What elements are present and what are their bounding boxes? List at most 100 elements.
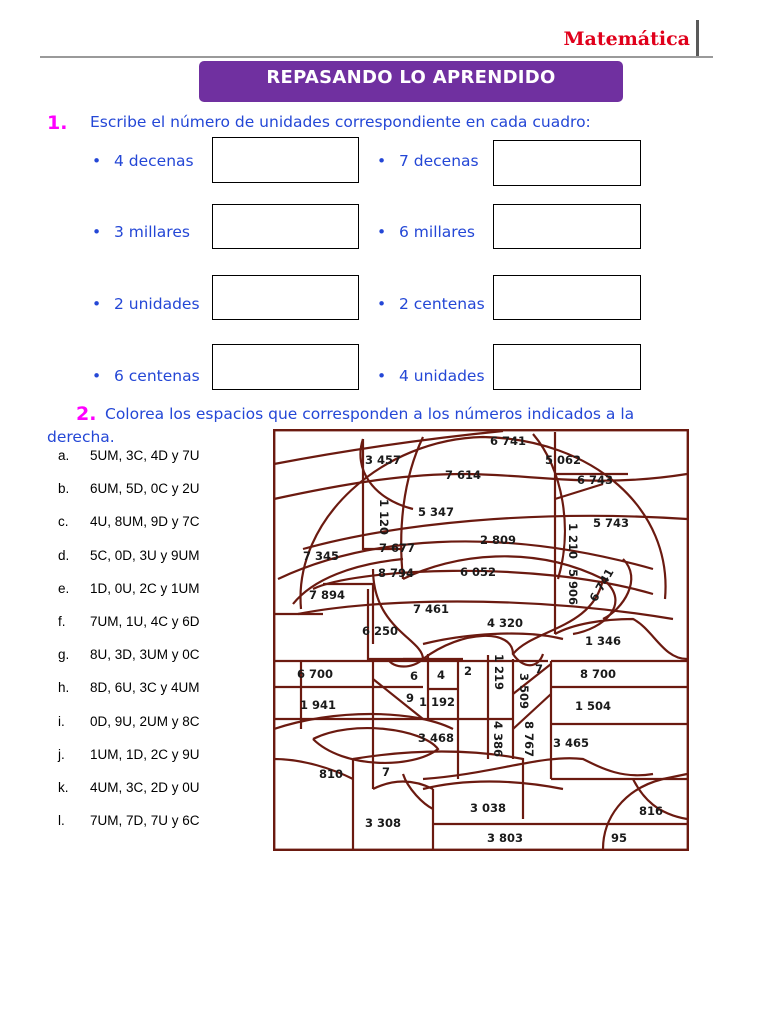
- picture-number-label[interactable]: 95: [611, 831, 627, 845]
- exercise-1-number: 1.: [47, 112, 68, 134]
- picture-number-label[interactable]: 1 504: [575, 699, 611, 713]
- picture-number-label[interactable]: 1 219: [492, 654, 506, 690]
- picture-number-label[interactable]: 7 614: [445, 468, 481, 482]
- numbers-list-item: a. 5UM, 3C, 4D y 7U: [58, 448, 200, 463]
- picture-number-label[interactable]: 6 052: [460, 565, 496, 579]
- picture-number-label[interactable]: 3 509: [517, 673, 531, 709]
- picture-number-label[interactable]: 7 461: [413, 602, 449, 616]
- picture-number-label[interactable]: 4 320: [487, 616, 523, 630]
- section-banner: REPASANDO LO APRENDIDO: [199, 61, 623, 102]
- picture-number-label[interactable]: 1 346: [585, 634, 621, 648]
- exercise-2-instruction: Colorea los espacios que corresponden a …: [105, 405, 635, 423]
- picture-number-label[interactable]: 2: [464, 664, 472, 678]
- numbers-list-item: l. 7UM, 7D, 7U y 6C: [58, 813, 200, 828]
- picture-number-label[interactable]: 8 794: [378, 566, 414, 580]
- picture-number-label[interactable]: 6 700: [297, 667, 333, 681]
- list-item-letter: e.: [58, 580, 70, 596]
- list-item-text: 8U, 3D, 3UM y 0C: [90, 647, 200, 663]
- exercise-1-item: •6 centenas: [92, 367, 200, 385]
- numbers-list-item: g.8U, 3D, 3UM y 0C: [58, 647, 200, 662]
- picture-number-label[interactable]: 9: [406, 691, 414, 705]
- picture-number-label[interactable]: 3 457: [365, 453, 401, 467]
- exercise-2-instruction-cont: derecha.: [47, 428, 115, 446]
- picture-number-label[interactable]: 6 250: [362, 624, 398, 638]
- exercise-1-item: •2 unidades: [92, 295, 200, 313]
- numbers-list-item: h. 8D, 6U, 3C y 4UM: [58, 680, 200, 695]
- numbers-list-item: d. 5C, 0D, 3U y 9UM: [58, 548, 200, 563]
- picture-number-label[interactable]: 6: [410, 669, 418, 683]
- list-item-text: 1UM, 1D, 2C y 9U: [90, 746, 200, 762]
- list-item-letter: k.: [58, 780, 69, 795]
- list-item-text: 1D, 0U, 2C y 1UM: [90, 580, 200, 596]
- picture-number-label[interactable]: 4 386: [491, 721, 505, 757]
- list-item-letter: i.: [58, 713, 65, 729]
- picture-number-label[interactable]: 2 809: [480, 533, 516, 547]
- coloring-picture: 6 741 3 457 5 062 7 614 6 743 1 120 5 347 2 809…: [273, 429, 689, 851]
- header-divider: [40, 56, 713, 58]
- list-item-letter: f.: [58, 614, 66, 629]
- list-item-letter: a.: [58, 448, 70, 463]
- picture-number-label[interactable]: 6 741: [490, 434, 526, 448]
- picture-number-label[interactable]: 3 468: [418, 731, 454, 745]
- list-item-text: 5UM, 3C, 4D y 7U: [90, 448, 200, 463]
- picture-number-label[interactable]: 3 038: [470, 801, 506, 815]
- picture-number-label[interactable]: 3 308: [365, 816, 401, 830]
- list-item-text: 8D, 6U, 3C y 4UM: [90, 680, 200, 696]
- exercise-1-item: •4 unidades: [377, 367, 485, 385]
- list-item-text: 4UM, 3C, 2D y 0U: [90, 780, 200, 795]
- picture-number-label[interactable]: 8 767: [522, 721, 536, 757]
- list-item-letter: b.: [58, 481, 70, 497]
- picture-number-label[interactable]: 3 465: [553, 736, 589, 750]
- list-item-letter: j.: [58, 746, 65, 762]
- exercise-1-instruction: Escribe el número de unidades correspond…: [90, 113, 591, 131]
- numbers-list-item: k. 4UM, 3C, 2D y 0U: [58, 780, 200, 795]
- exercise-1-item: •3 millares: [92, 223, 190, 241]
- list-item-text: 5C, 0D, 3U y 9UM: [90, 547, 200, 563]
- picture-number-label[interactable]: 3 803: [487, 831, 523, 845]
- list-item-letter: h.: [58, 680, 70, 696]
- answer-box[interactable]: [212, 204, 359, 249]
- answer-box[interactable]: [212, 137, 359, 183]
- list-item-text: 7UM, 7D, 7U y 6C: [90, 813, 200, 829]
- exercise-1-item: •6 millares: [377, 223, 475, 241]
- header-vertical-rule: [696, 20, 699, 56]
- list-item-letter: l.: [58, 813, 65, 829]
- picture-number-label[interactable]: 816: [639, 804, 663, 818]
- numbers-list-item: f.7UM, 1U, 4C y 6D: [58, 614, 200, 629]
- numbers-list-item: j. 1UM, 1D, 2C y 9U: [58, 747, 200, 762]
- picture-number-label[interactable]: 810: [319, 767, 343, 781]
- picture-number-label[interactable]: 7: [535, 662, 543, 676]
- picture-number-label[interactable]: 5 347: [418, 505, 454, 519]
- list-item-text: 6UM, 5D, 0C y 2U: [90, 481, 200, 497]
- answer-box[interactable]: [493, 344, 641, 390]
- picture-number-label[interactable]: 1 941: [300, 698, 336, 712]
- subject-title: Matemática: [563, 28, 691, 50]
- answer-box[interactable]: [493, 140, 641, 186]
- picture-number-labels: 6 741 3 457 5 062 7 614 6 743 1 120 5 347 2 809…: [297, 434, 663, 845]
- picture-number-label[interactable]: 5 743: [593, 516, 629, 530]
- answer-box[interactable]: [493, 204, 641, 249]
- list-item-letter: d.: [58, 547, 70, 563]
- picture-number-label[interactable]: 1 120: [377, 499, 391, 535]
- picture-number-label[interactable]: 8 700: [580, 667, 616, 681]
- exercise-1-item: •4 decenas: [92, 152, 194, 170]
- exercise-1-item: •7 decenas: [377, 152, 479, 170]
- list-item-letter: c.: [58, 514, 69, 530]
- list-item-text: 4U, 8UM, 9D y 7C: [90, 514, 200, 530]
- list-item-text: 0D, 9U, 2UM y 8C: [90, 713, 200, 729]
- answer-box[interactable]: [493, 275, 641, 320]
- picture-number-label[interactable]: 1 210: [566, 523, 580, 559]
- picture-number-label[interactable]: 6 743: [577, 473, 613, 487]
- answer-box[interactable]: [212, 275, 359, 320]
- picture-number-label[interactable]: 7 345: [303, 549, 339, 563]
- exercise-1-item: •2 centenas: [377, 295, 485, 313]
- numbers-list-item: e. 1D, 0U, 2C y 1UM: [58, 581, 200, 596]
- picture-number-label[interactable]: 7: [382, 765, 390, 779]
- picture-number-label[interactable]: 5 062: [545, 453, 581, 467]
- picture-number-label[interactable]: 7 677: [379, 541, 415, 555]
- picture-number-label[interactable]: 5 906: [566, 569, 580, 605]
- picture-number-label[interactable]: 4: [437, 668, 445, 682]
- picture-number-label[interactable]: 1 192: [419, 695, 455, 709]
- picture-number-label[interactable]: 7 894: [309, 588, 345, 602]
- answer-box[interactable]: [212, 344, 359, 390]
